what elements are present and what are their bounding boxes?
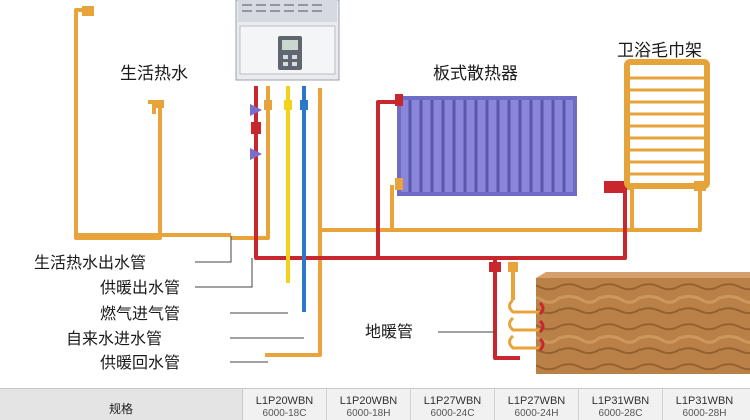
label-floor-heating: 地暖管: [365, 322, 413, 341]
spec-model: L1P20WBN: [243, 395, 326, 407]
spec-sub: 6000-28C: [579, 408, 662, 419]
spec-column: L1P20WBN 6000-18H: [327, 389, 411, 420]
boiler-unit: [236, 0, 339, 80]
spec-sub: 6000-24C: [411, 408, 494, 419]
spec-model: L1P27WBN: [495, 395, 578, 407]
leader-lines: [195, 236, 495, 362]
spec-sub: 6000-18H: [327, 408, 410, 419]
legend-cold-water-inlet: 自来水进水管: [66, 329, 162, 348]
spec-column: L1P31WBN 6000-28C: [579, 389, 663, 420]
spec-header: 规格: [0, 389, 243, 420]
spec-column: L1P27WBN 6000-24H: [495, 389, 579, 420]
spec-sub: 6000-18C: [243, 408, 326, 419]
spec-column: L1P31WBN 6000-28H: [663, 389, 746, 420]
spec-model: L1P31WBN: [579, 395, 662, 407]
legend-heating-outlet: 供暖出水管: [100, 278, 180, 297]
spec-model: L1P20WBN: [327, 395, 410, 407]
label-radiator: 板式散热器: [433, 64, 518, 84]
spec-column: L1P27WBN 6000-24C: [411, 389, 495, 420]
panel-radiator-icon: [395, 94, 577, 196]
legend-hot-water-outlet: 生活热水出水管: [34, 253, 146, 272]
spec-model: L1P27WBN: [411, 395, 494, 407]
shower-head-icon: [82, 6, 94, 16]
spec-table: 规格 L1P20WBN 6000-18C L1P20WBN 6000-18H L…: [0, 388, 750, 420]
spec-model: L1P31WBN: [663, 395, 746, 407]
legend-gas-inlet: 燃气进气管: [100, 304, 180, 323]
spec-sub: 6000-24H: [495, 408, 578, 419]
spec-sub: 6000-28H: [663, 408, 746, 419]
label-hot-water: 生活热水: [120, 64, 188, 84]
towel-rack-icon: [627, 62, 707, 186]
legend-heating-return: 供暖回水管: [100, 353, 180, 372]
spec-column: L1P20WBN 6000-18C: [243, 389, 327, 420]
floor-heating-icon: [510, 272, 750, 374]
label-towel-rack: 卫浴毛巾架: [617, 41, 702, 61]
